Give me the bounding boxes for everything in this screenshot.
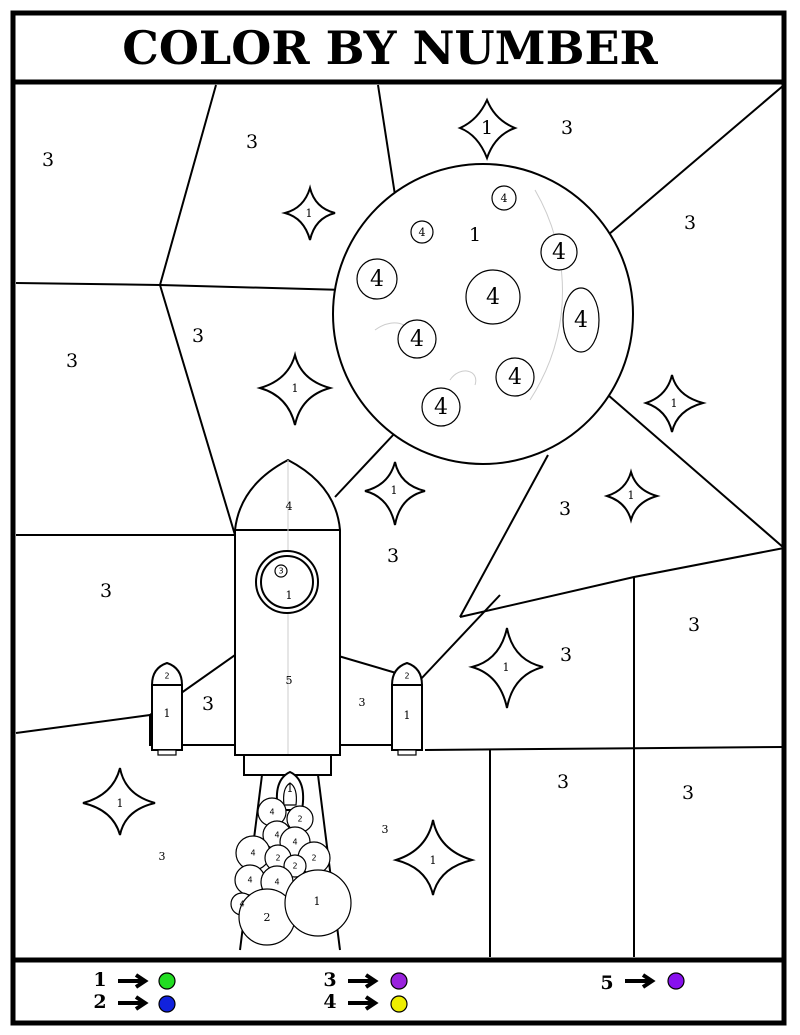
region-numbers-2-5: 5 2 2 2 2 2 2 2	[164, 672, 409, 925]
svg-text:3: 3	[557, 771, 569, 793]
svg-text:1: 1	[286, 589, 293, 602]
color-key: 1 2 3 4 5	[93, 969, 685, 1013]
arrow-icon	[348, 995, 379, 1011]
swatch-green	[158, 972, 176, 990]
svg-text:1: 1	[93, 969, 106, 991]
svg-text:1: 1	[314, 895, 321, 908]
exhaust-clouds	[230, 797, 352, 946]
key-item-4: 4	[323, 991, 408, 1013]
outer-frame	[10, 10, 787, 1026]
svg-text:1: 1	[671, 397, 678, 410]
rocket	[149, 458, 424, 951]
svg-text:3: 3	[278, 567, 283, 576]
svg-text:3: 3	[684, 212, 696, 234]
svg-text:1: 1	[306, 207, 313, 220]
svg-text:1: 1	[117, 797, 124, 810]
svg-text:4: 4	[370, 267, 384, 292]
stars	[82, 97, 707, 896]
swatch-violet	[667, 972, 685, 990]
svg-text:3: 3	[560, 644, 572, 666]
svg-text:3: 3	[159, 850, 166, 863]
svg-text:5: 5	[600, 972, 613, 994]
moon	[332, 163, 634, 465]
svg-text:2: 2	[275, 854, 280, 863]
svg-text:4: 4	[323, 991, 336, 1013]
svg-text:4: 4	[501, 192, 508, 205]
svg-text:3: 3	[359, 696, 366, 709]
svg-text:2: 2	[297, 815, 302, 824]
svg-text:3: 3	[192, 325, 204, 347]
key-item-3: 3	[323, 969, 408, 991]
svg-text:3: 3	[42, 149, 54, 171]
svg-text:1: 1	[292, 382, 299, 395]
region-lines	[15, 84, 785, 957]
svg-text:4: 4	[552, 240, 566, 265]
svg-text:4: 4	[410, 327, 424, 352]
svg-text:3: 3	[382, 823, 389, 836]
svg-text:4: 4	[269, 808, 274, 817]
svg-text:2: 2	[93, 991, 106, 1013]
svg-text:1: 1	[404, 709, 411, 722]
svg-text:1: 1	[481, 117, 493, 139]
svg-text:3: 3	[387, 545, 399, 567]
svg-text:1: 1	[164, 707, 171, 720]
svg-text:5: 5	[286, 674, 293, 687]
svg-text:2: 2	[264, 911, 271, 924]
svg-text:4: 4	[508, 365, 522, 390]
svg-text:3: 3	[202, 693, 214, 715]
arrow-icon	[625, 973, 656, 989]
svg-text:3: 3	[323, 969, 336, 991]
svg-text:4: 4	[574, 308, 588, 333]
svg-text:4: 4	[274, 878, 279, 887]
swatch-purple	[390, 972, 408, 990]
key-item-2: 2	[93, 991, 176, 1013]
key-item-1: 1	[93, 969, 176, 991]
key-item-5: 5	[600, 972, 685, 994]
svg-text:4: 4	[292, 838, 297, 847]
svg-text:3: 3	[246, 131, 258, 153]
svg-text:3: 3	[559, 498, 571, 520]
svg-text:1: 1	[628, 489, 635, 502]
svg-text:1: 1	[503, 661, 510, 674]
svg-text:1: 1	[430, 854, 437, 867]
svg-text:4: 4	[434, 395, 448, 420]
svg-text:3: 3	[66, 350, 78, 372]
region-numbers-3: 3 3 3 3 3 3 3 3 3 3 3 3 3 3 3 3 3 3	[42, 117, 700, 863]
page-title: COLOR BY NUMBER	[122, 21, 658, 75]
svg-text:4: 4	[286, 500, 293, 513]
svg-text:2: 2	[311, 854, 316, 863]
svg-text:4: 4	[239, 900, 244, 909]
arrow-icon	[118, 973, 149, 989]
svg-text:3: 3	[682, 782, 694, 804]
svg-text:1: 1	[287, 782, 294, 795]
svg-text:3: 3	[100, 580, 112, 602]
svg-text:2: 2	[292, 862, 297, 871]
arrow-icon	[348, 973, 379, 989]
arrow-icon	[118, 995, 149, 1011]
svg-text:4: 4	[486, 285, 500, 310]
swatch-yellow	[390, 995, 408, 1013]
svg-text:2: 2	[164, 672, 169, 681]
region-numbers-4: 4 4 4 4 4 4 4 4 4 4 4 4 4 4 4 4 4	[239, 192, 588, 909]
svg-text:3: 3	[688, 614, 700, 636]
svg-text:1: 1	[469, 224, 481, 246]
region-numbers-1: 1 1 1 1 1 1 1 1 1 1 1 1 1 1 1	[117, 117, 678, 908]
swatch-blue	[158, 995, 176, 1013]
svg-text:2: 2	[404, 672, 409, 681]
svg-text:4: 4	[419, 226, 426, 239]
svg-text:3: 3	[561, 117, 573, 139]
svg-text:4: 4	[250, 849, 255, 858]
svg-text:4: 4	[274, 831, 279, 840]
svg-text:4: 4	[247, 876, 252, 885]
svg-text:1: 1	[391, 484, 398, 497]
